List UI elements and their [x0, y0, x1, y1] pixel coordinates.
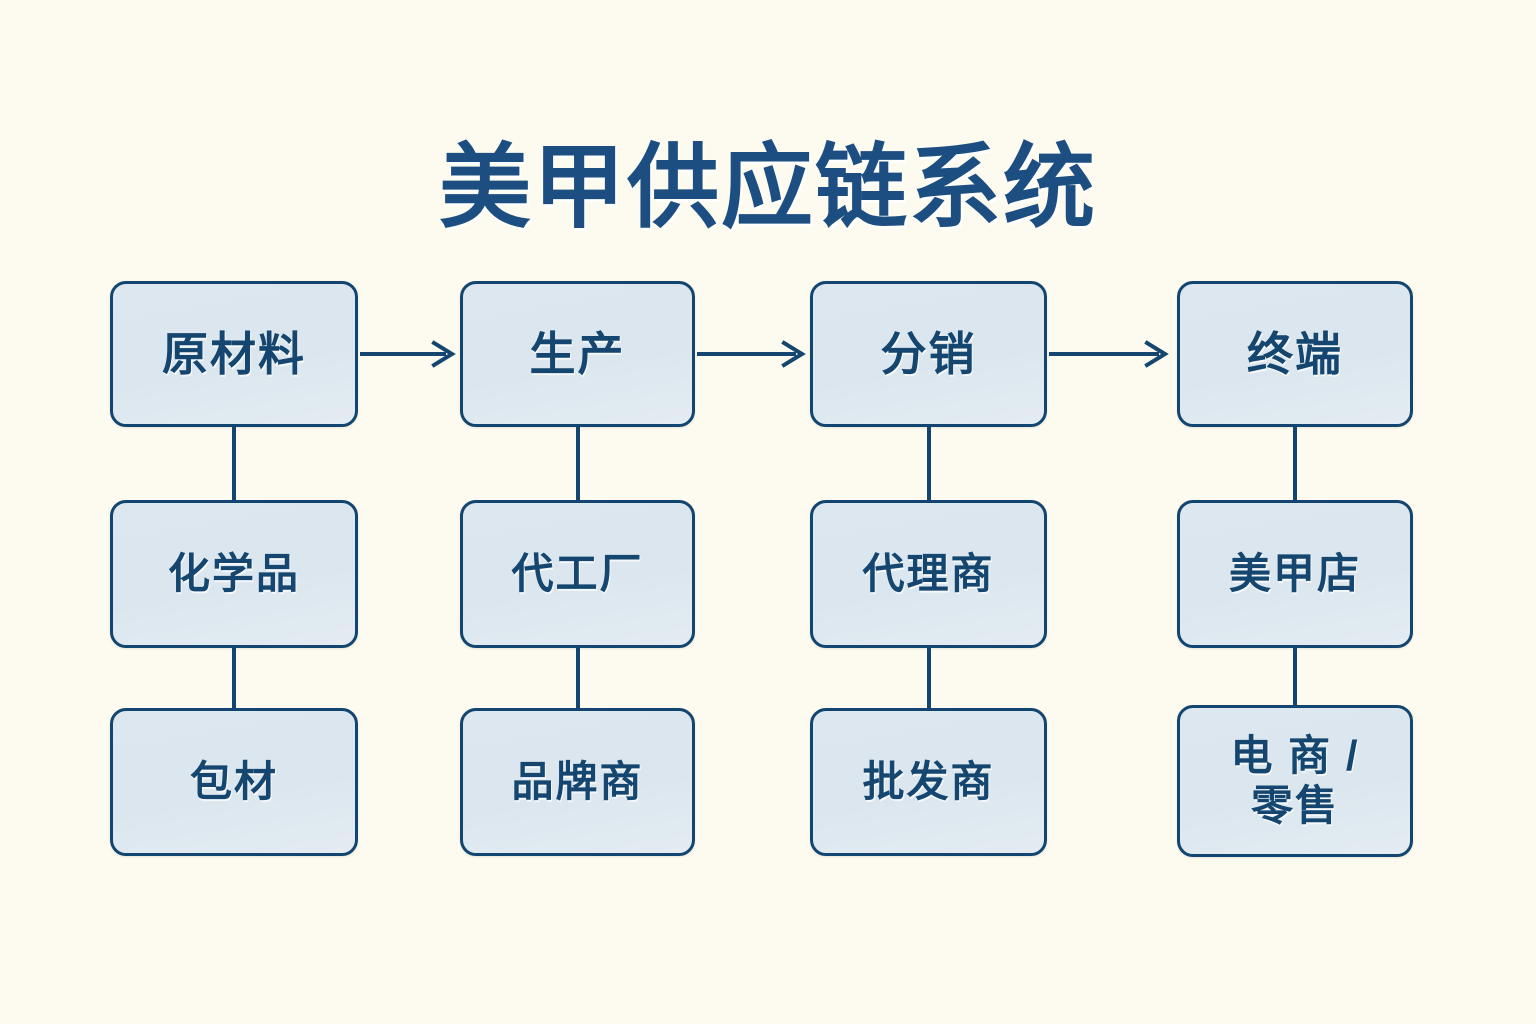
node-wholesaler-label: 批发商 — [862, 758, 995, 806]
node-raw-materials[interactable]: 原材料 — [110, 281, 358, 427]
node-packaging-label: 包材 — [189, 758, 278, 806]
node-oem-factory[interactable]: 代工厂 — [460, 500, 695, 648]
node-ecommerce-retail[interactable]: 电 商 / 零售 — [1177, 705, 1413, 857]
node-distribution-label: 分销 — [880, 327, 977, 380]
arrow-distribution-to-terminal — [1049, 340, 1179, 368]
node-chemicals-label: 化学品 — [167, 550, 300, 598]
node-nail-salon[interactable]: 美甲店 — [1177, 500, 1413, 648]
node-raw-materials-label: 原材料 — [162, 327, 306, 380]
node-production[interactable]: 生产 — [460, 281, 695, 427]
connector-agent-to-wholesaler — [927, 646, 931, 711]
connector-nail-salon-to-ecommerce-retail — [1293, 646, 1297, 708]
node-oem-factory-label: 代工厂 — [511, 550, 644, 598]
page-title: 美甲供应链系统 — [438, 136, 1097, 239]
arrow-raw-materials-to-production — [360, 340, 460, 368]
node-packaging[interactable]: 包材 — [110, 708, 358, 856]
connector-oem-factory-to-brand-owner — [576, 646, 580, 711]
node-brand-owner-label: 品牌商 — [511, 758, 644, 806]
connector-raw-materials-to-chemicals — [232, 425, 236, 503]
node-wholesaler[interactable]: 批发商 — [810, 708, 1047, 856]
arrow-production-to-distribution — [697, 340, 812, 368]
connector-terminal-to-nail-salon — [1293, 425, 1297, 503]
node-terminal-label: 终端 — [1247, 327, 1343, 380]
node-ecommerce-retail-label: 电 商 / 零售 — [1230, 732, 1360, 829]
node-distribution[interactable]: 分销 — [810, 281, 1047, 427]
node-nail-salon-label: 美甲店 — [1228, 550, 1361, 598]
connector-distribution-to-agent — [927, 425, 931, 503]
node-terminal[interactable]: 终端 — [1177, 281, 1413, 427]
connector-chemicals-to-packaging — [232, 646, 236, 711]
node-agent[interactable]: 代理商 — [810, 500, 1047, 648]
node-brand-owner[interactable]: 品牌商 — [460, 708, 695, 856]
node-chemicals[interactable]: 化学品 — [110, 500, 358, 648]
node-production-label: 生产 — [529, 327, 626, 380]
connector-production-to-oem-factory — [576, 425, 580, 503]
node-agent-label: 代理商 — [862, 550, 995, 598]
